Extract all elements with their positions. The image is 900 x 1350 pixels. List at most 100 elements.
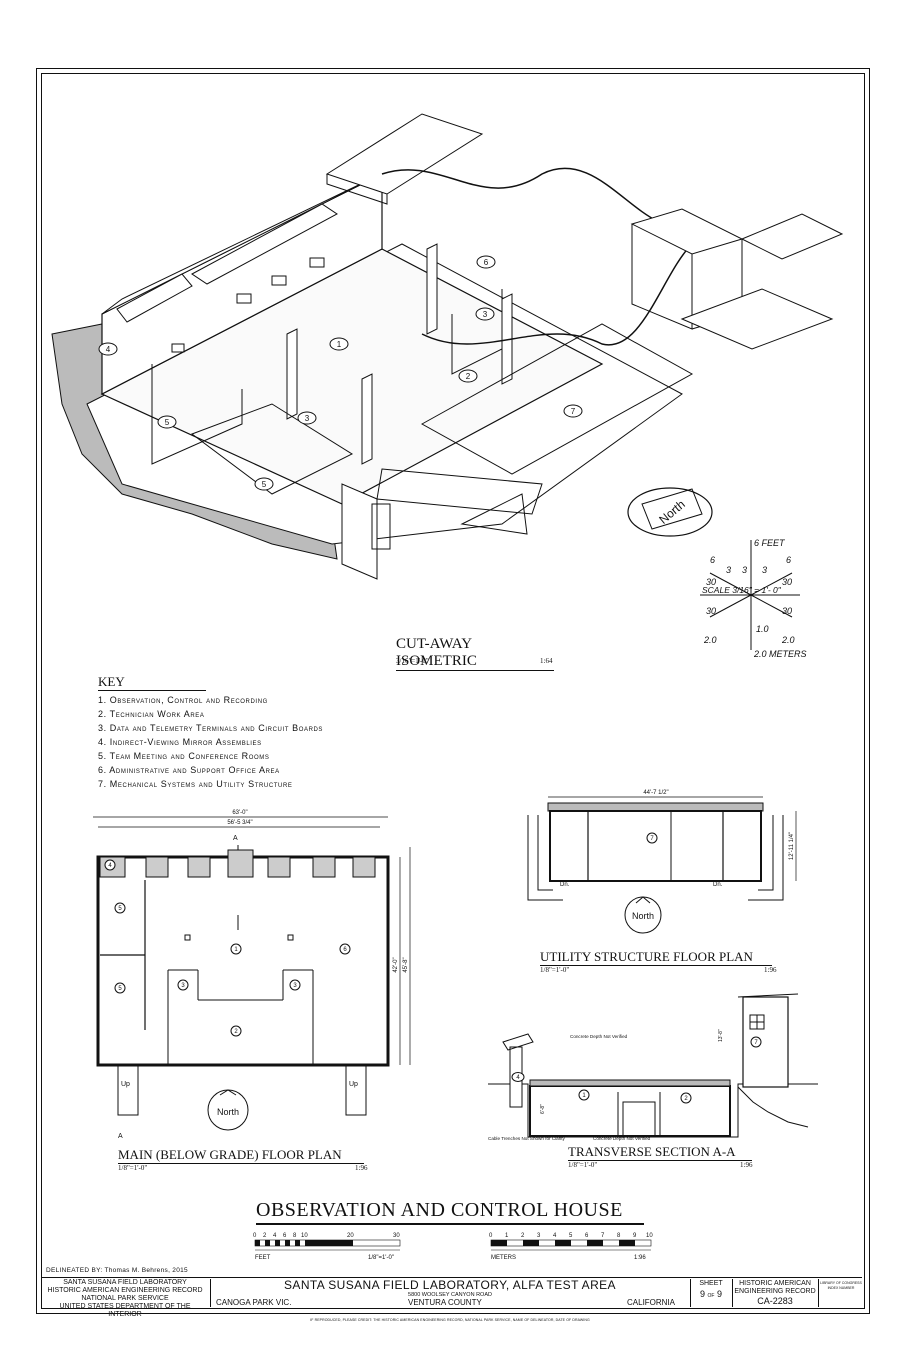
plan-label-1: 1 <box>230 943 242 955</box>
svg-text:1: 1 <box>505 1233 509 1239</box>
svg-text:42'-0": 42'-0" <box>393 957 399 972</box>
section-scale-right: 1:96 <box>740 1161 753 1169</box>
section-label-2: 2 <box>680 1092 692 1104</box>
svg-text:Concrete Depth Not Verified: Concrete Depth Not Verified <box>570 1034 628 1039</box>
svg-text:3: 3 <box>305 414 310 423</box>
svg-text:3: 3 <box>742 565 747 575</box>
svg-text:1:96: 1:96 <box>634 1255 646 1261</box>
svg-text:5: 5 <box>118 986 122 992</box>
svg-text:2: 2 <box>521 1233 525 1239</box>
utility-plan-scale-right: 1:96 <box>764 966 777 974</box>
plan-label-5a: 5 <box>114 902 126 914</box>
svg-text:3: 3 <box>762 565 767 575</box>
svg-text:2.0: 2.0 <box>781 635 795 645</box>
main-floor-plan: 63'-0" 56'-5 3/4" A 4 5 5 1 6 3 3 2 42'-… <box>93 810 411 1140</box>
svg-text:30: 30 <box>706 577 716 587</box>
title-block-haer: HISTORIC AMERICAN ENGINEERING RECORD CA-… <box>734 1280 816 1306</box>
svg-text:4: 4 <box>553 1233 557 1239</box>
title-block-agency: SANTA SUSANA FIELD LABORATORY HISTORIC A… <box>47 1279 203 1318</box>
iso-title: CUT-AWAY ISOMETRIC <box>396 636 554 671</box>
svg-text:1: 1 <box>337 340 342 349</box>
section-label-4: 4 <box>511 1072 525 1082</box>
section-scale-left: 1/8"=1'-0" <box>568 1161 598 1169</box>
bar-scale-meters: 0 1 2 3 4 5 6 7 8 9 10 METERS 1:96 <box>489 1233 653 1261</box>
svg-text:3: 3 <box>483 310 488 319</box>
delineated-by: DELINEATED BY: Thomas M. Behrens, 2015 <box>46 1267 188 1274</box>
svg-text:North: North <box>632 911 654 921</box>
svg-text:56'-5 3/4": 56'-5 3/4" <box>227 820 252 826</box>
svg-text:3: 3 <box>181 983 185 989</box>
svg-text:4: 4 <box>516 1075 520 1081</box>
svg-text:3: 3 <box>537 1233 541 1239</box>
svg-text:SCALE 3/16" = 1'- 0": SCALE 3/16" = 1'- 0" <box>702 585 782 595</box>
iso-north-arrow: North <box>627 487 713 537</box>
svg-text:2: 2 <box>234 1029 238 1035</box>
title-block <box>42 1277 862 1308</box>
utility-plan-scale-left: 1/8"=1'-0" <box>540 966 570 974</box>
svg-text:9: 9 <box>633 1233 637 1239</box>
main-plan-scale-left: 1/8"=1'-0" <box>118 1164 148 1172</box>
svg-text:2: 2 <box>263 1233 267 1239</box>
svg-text:4: 4 <box>108 863 112 869</box>
svg-text:30: 30 <box>782 606 792 616</box>
svg-text:2.0 METERS: 2.0 METERS <box>753 649 807 659</box>
svg-text:30: 30 <box>393 1233 400 1239</box>
svg-text:6: 6 <box>786 555 791 565</box>
svg-text:10: 10 <box>646 1233 653 1239</box>
svg-text:6: 6 <box>585 1233 589 1239</box>
plan-label-3b: 3 <box>289 979 301 991</box>
svg-text:7: 7 <box>601 1233 605 1239</box>
svg-text:6'-8": 6'-8" <box>540 1104 546 1114</box>
key-item-4: 4. Indirect-Viewing Mirror Assemblies <box>98 737 262 747</box>
svg-text:30: 30 <box>782 577 792 587</box>
svg-text:A: A <box>233 835 238 842</box>
svg-text:METERS: METERS <box>491 1255 516 1261</box>
plan-label-5b: 5 <box>114 982 126 994</box>
utility-plan: 44'-7 1/2" Dn. Dn. 7 12'-11 1/4" North <box>527 790 797 934</box>
svg-text:7: 7 <box>571 407 576 416</box>
drawing-title: OBSERVATION AND CONTROL HOUSE <box>256 1199 644 1225</box>
svg-text:20: 20 <box>347 1233 354 1239</box>
svg-text:8: 8 <box>293 1233 297 1239</box>
main-plan-title: MAIN (BELOW GRADE) FLOOR PLAN <box>118 1147 364 1164</box>
svg-text:1.0: 1.0 <box>756 624 769 634</box>
utility-north-arrow: North <box>624 896 662 934</box>
svg-text:6 FEET: 6 FEET <box>754 538 786 548</box>
plan-label-4: 4 <box>104 859 116 871</box>
section-label-7: 7 <box>750 1036 762 1048</box>
utility-label-7: 7 <box>646 832 658 844</box>
svg-text:63'-0": 63'-0" <box>232 810 247 816</box>
svg-text:2: 2 <box>684 1096 688 1102</box>
svg-text:2.0: 2.0 <box>703 635 717 645</box>
svg-text:FEET: FEET <box>255 1255 271 1261</box>
iso-scale-left: 3/16"=1'-0" <box>396 657 429 665</box>
svg-text:3: 3 <box>726 565 731 575</box>
svg-text:Up: Up <box>121 1081 130 1088</box>
svg-text:30: 30 <box>706 606 716 616</box>
svg-text:1/8"=1'-0": 1/8"=1'-0" <box>368 1255 394 1261</box>
svg-text:Dn.: Dn. <box>713 882 723 888</box>
iso-label-1: 1 <box>329 337 349 351</box>
svg-text:7: 7 <box>754 1040 758 1046</box>
svg-text:13'-8": 13'-8" <box>718 1029 724 1042</box>
svg-text:1: 1 <box>234 947 238 953</box>
section-label-1: 1 <box>578 1089 590 1101</box>
iso-label-6: 6 <box>476 255 496 269</box>
svg-text:6: 6 <box>484 258 489 267</box>
svg-text:0: 0 <box>253 1233 257 1239</box>
iso-label-2: 2 <box>458 369 478 383</box>
key-item-6: 6. Administrative and Support Office Are… <box>98 765 280 775</box>
iso-scale-diagram: 6 FEET SCALE 3/16" = 1'- 0" 2.0 METERS 6… <box>700 538 807 659</box>
svg-text:Concrete Depth Not Verified: Concrete Depth Not Verified <box>593 1136 651 1141</box>
iso-label-5a: 5 <box>157 415 177 429</box>
iso-label-4: 4 <box>98 342 118 356</box>
utility-plan-title: UTILITY STRUCTURE FLOOR PLAN <box>540 949 772 966</box>
svg-text:Up: Up <box>349 1081 358 1088</box>
svg-text:Cable Trenches Not Shown for C: Cable Trenches Not Shown for Clarity <box>488 1136 566 1141</box>
svg-text:10: 10 <box>301 1233 308 1239</box>
svg-text:Dn.: Dn. <box>560 882 570 888</box>
iso-label-3a: 3 <box>297 411 317 425</box>
svg-text:44'-7 1/2": 44'-7 1/2" <box>643 790 668 796</box>
plan-label-2: 2 <box>230 1025 242 1037</box>
svg-text:6: 6 <box>710 555 715 565</box>
